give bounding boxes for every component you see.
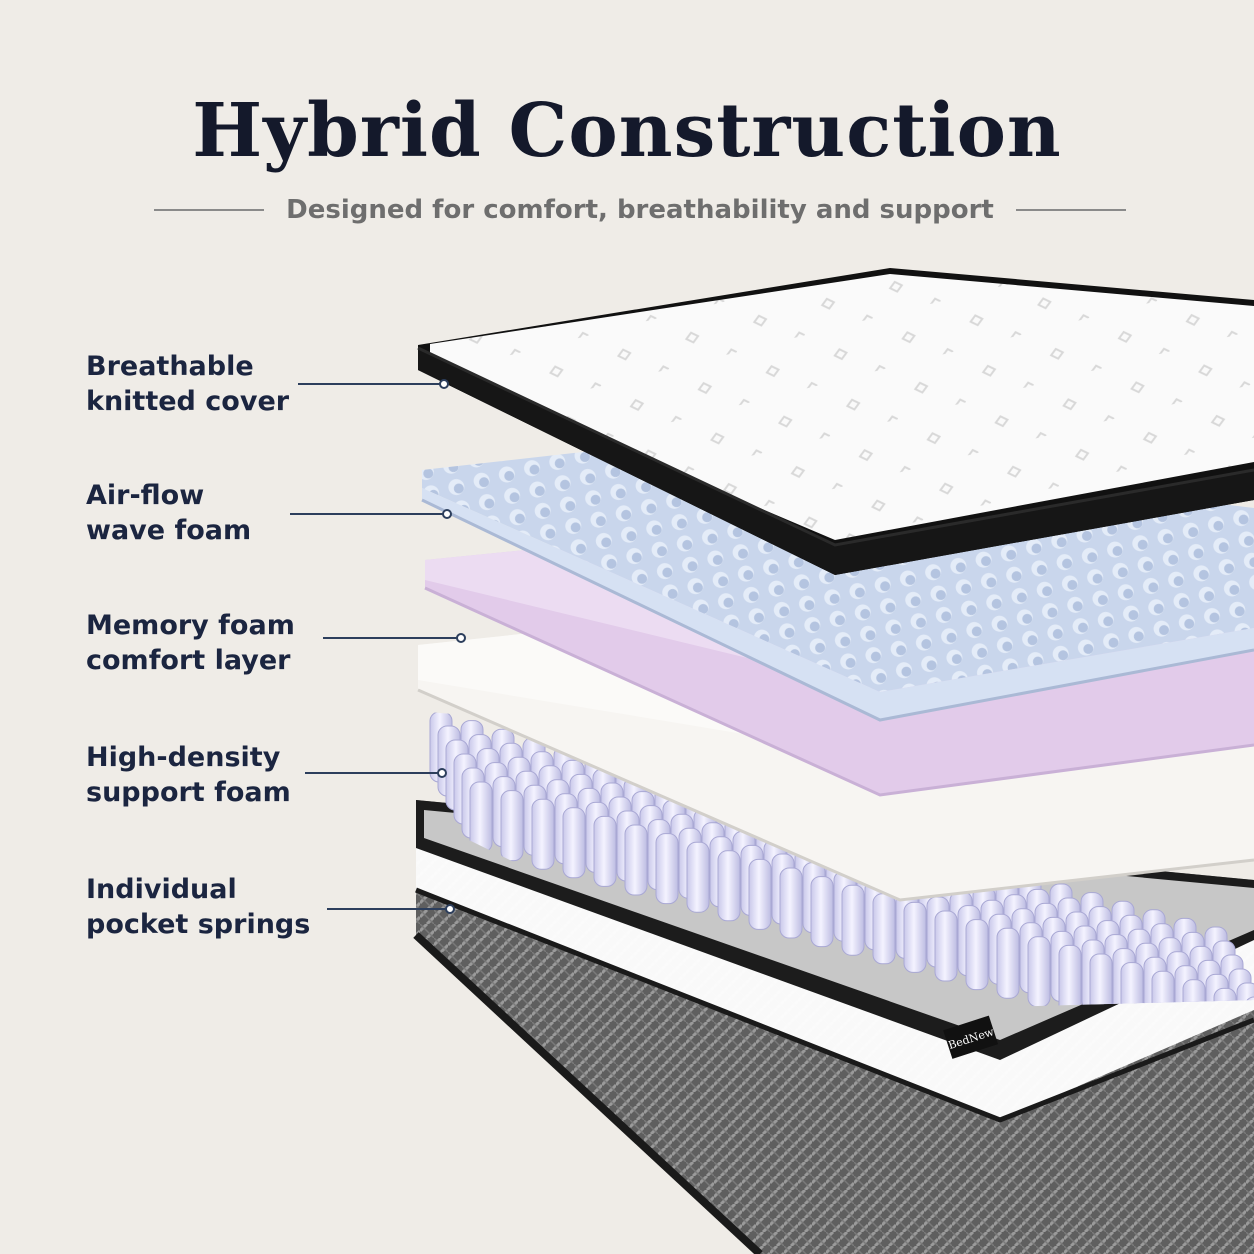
spring-coil	[655, 833, 679, 905]
label-line: Individual	[86, 874, 237, 905]
spring-coil	[903, 901, 927, 973]
label-line: support foam	[86, 777, 291, 808]
label-line: High-density	[86, 742, 281, 773]
label-line: wave foam	[86, 515, 252, 546]
leader-dot-support	[437, 768, 447, 778]
page-title: Hybrid Construction	[192, 88, 1062, 174]
knitted-cover-layer	[417, 268, 1254, 575]
spring-coil	[1182, 979, 1206, 1012]
label-line: comfort layer	[86, 645, 291, 676]
leader-dot-wave	[442, 509, 452, 519]
spring-coil	[996, 927, 1020, 999]
page-subtitle: Designed for comfort, breathability and …	[286, 195, 994, 225]
spring-coil	[1120, 962, 1144, 1012]
spring-coil	[779, 867, 803, 939]
spring-coil	[748, 858, 772, 930]
spring-coil	[500, 790, 524, 862]
spring-coil	[965, 919, 989, 991]
leader-dot-memory	[456, 633, 466, 643]
subtitle-left-rule	[154, 209, 265, 211]
spring-coil	[562, 807, 586, 879]
subtitle-row: Designed for comfort, breathability and …	[154, 190, 1126, 230]
spring-coil	[841, 884, 865, 956]
spring-coil	[1027, 936, 1051, 1008]
label-memory-foam: Memory foam comfort layer	[86, 608, 295, 678]
spring-coil	[624, 824, 648, 896]
leader-lines	[290, 379, 466, 914]
leader-dot-cover	[439, 379, 449, 389]
label-knitted-cover: Breathable knitted cover	[86, 349, 289, 419]
spring-coil	[531, 798, 555, 870]
label-wave-foam: Air-flow wave foam	[86, 478, 251, 548]
subtitle-right-rule	[1015, 209, 1126, 211]
spring-coil	[686, 841, 710, 913]
leader-dot-springs	[445, 904, 455, 914]
spring-coil	[469, 781, 493, 853]
spring-coil	[810, 876, 834, 948]
label-line: knitted cover	[86, 386, 290, 417]
spring-coil	[593, 815, 617, 887]
label-line: Memory foam	[86, 610, 295, 641]
spring-coil	[1058, 944, 1082, 1012]
label-line: Breathable	[86, 351, 254, 382]
spring-coil	[717, 850, 741, 922]
label-line: pocket springs	[86, 909, 311, 940]
spring-coil	[872, 893, 896, 965]
pocket-springs	[429, 712, 1254, 1012]
spring-coil	[934, 910, 958, 982]
label-pocket-springs: Individual pocket springs	[86, 872, 310, 942]
label-support-foam: High-density support foam	[86, 740, 291, 810]
label-line: Air-flow	[86, 480, 205, 511]
